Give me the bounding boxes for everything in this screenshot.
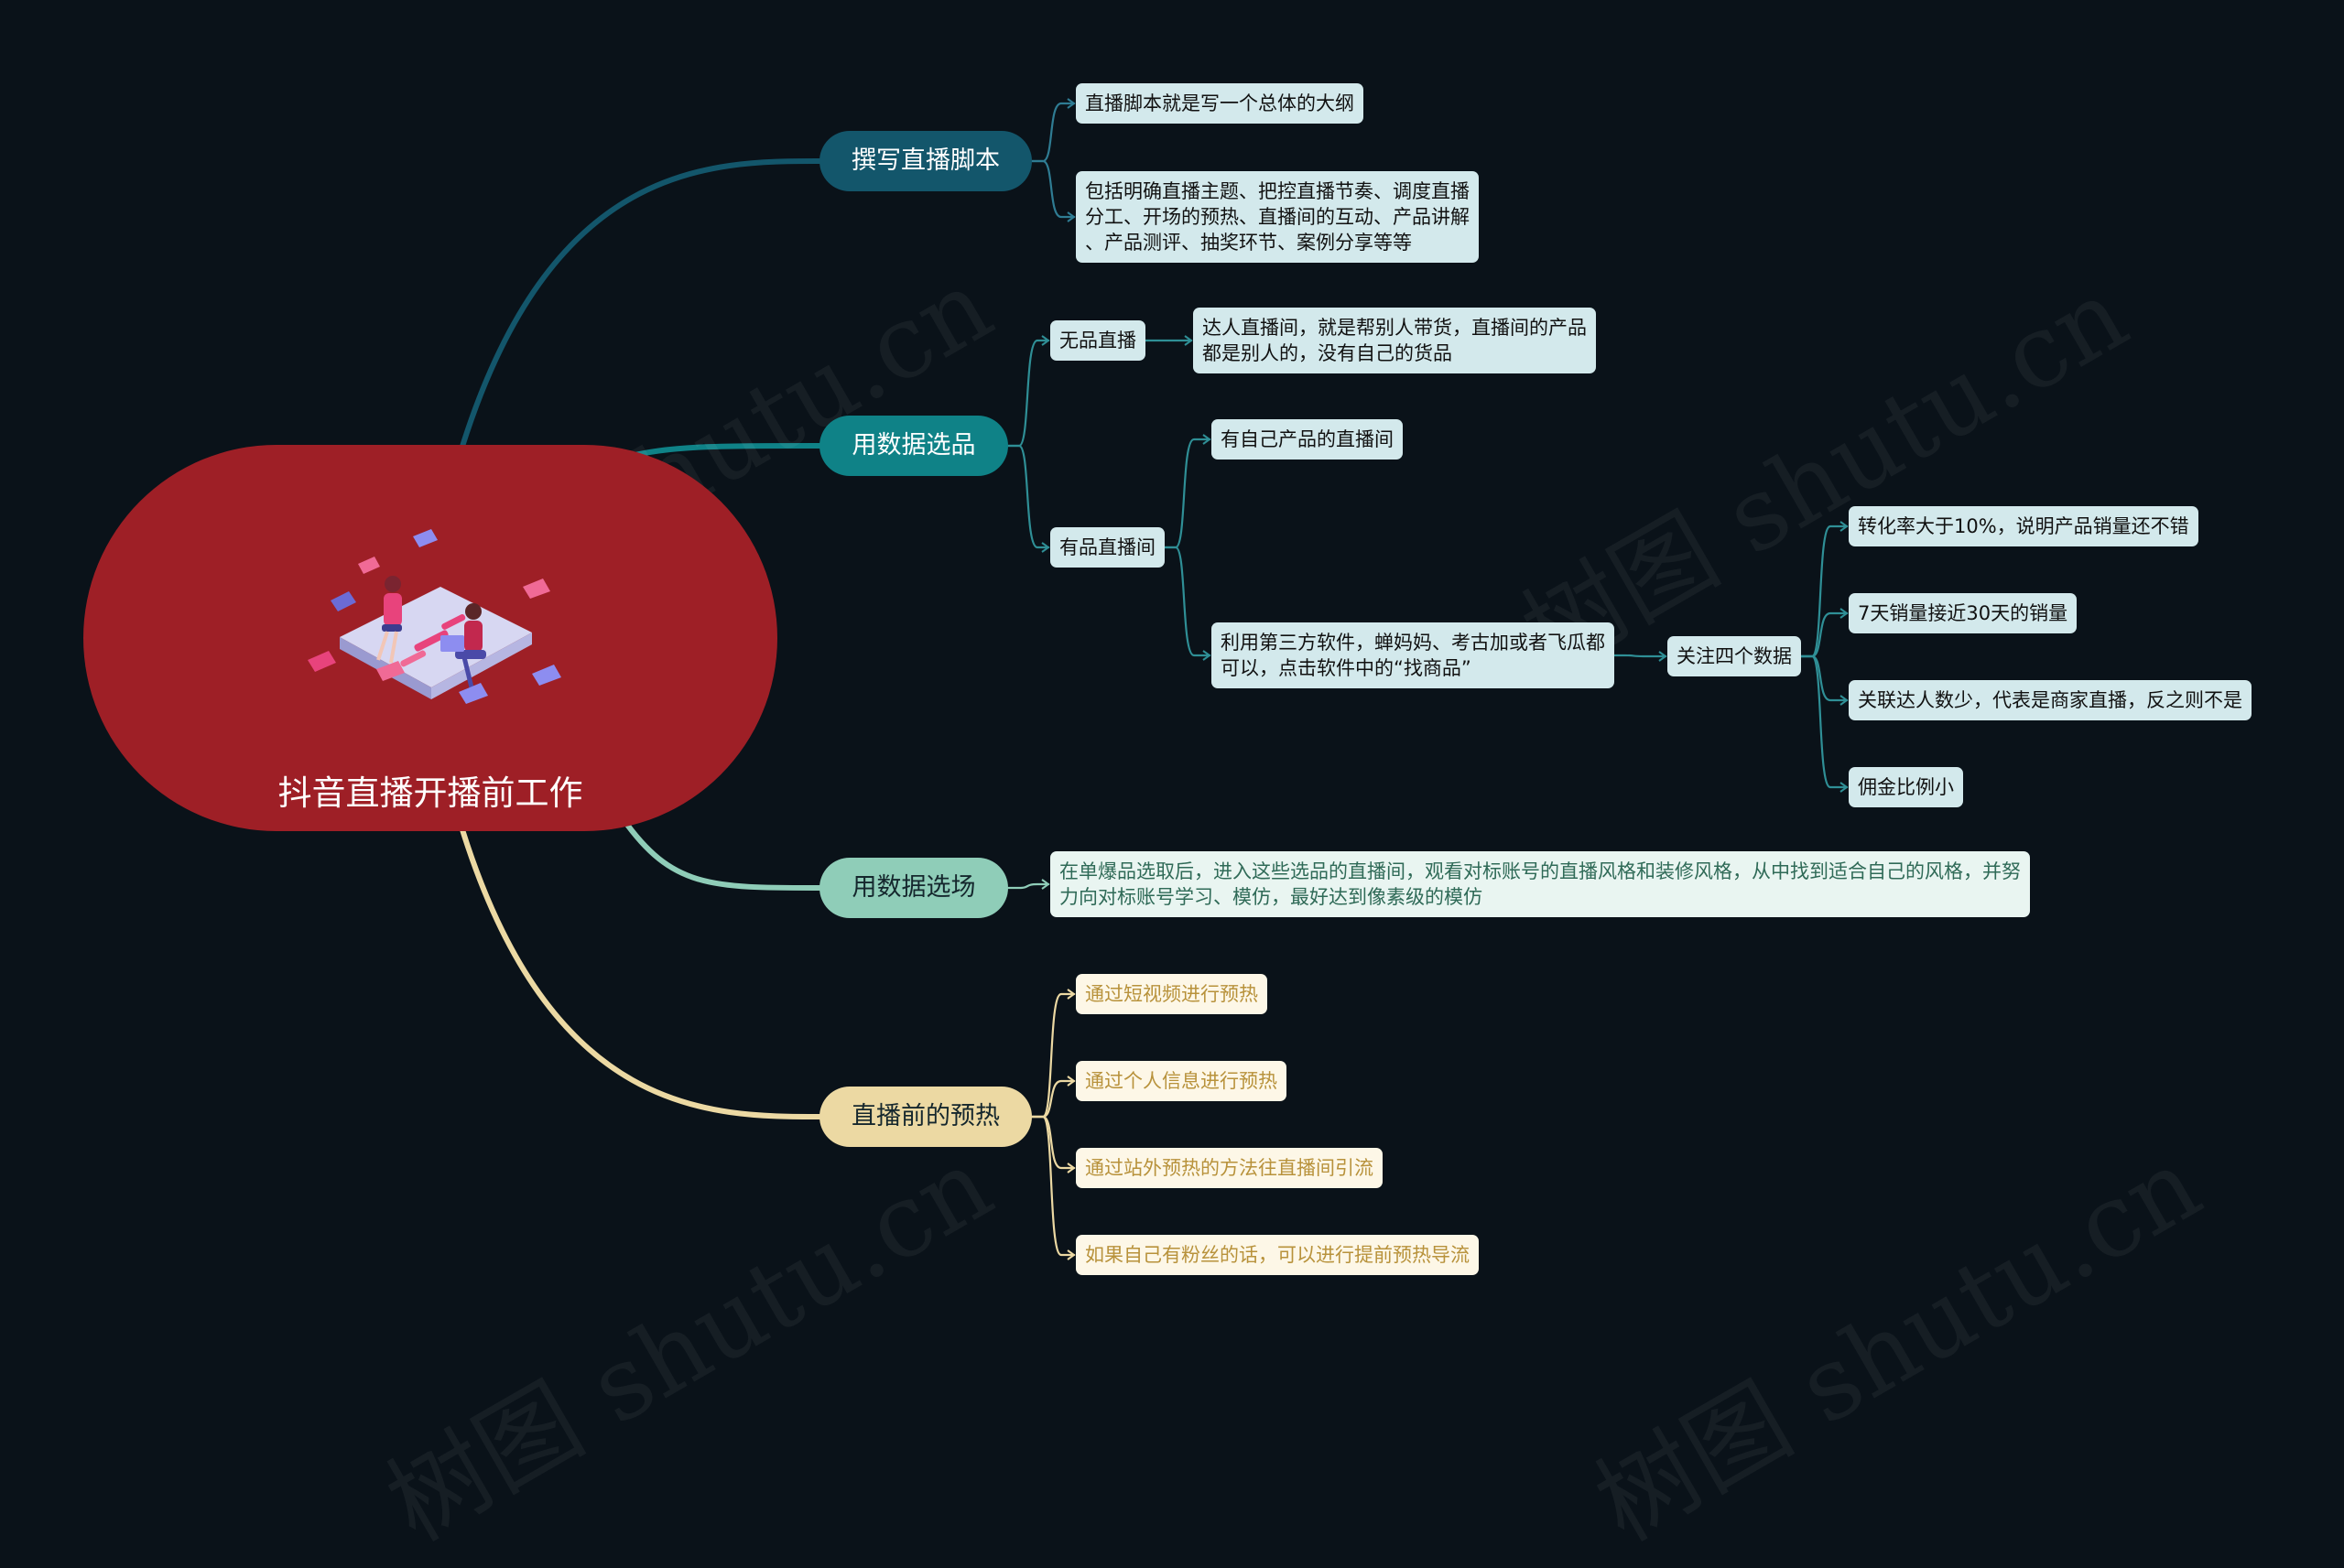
root-node[interactable]: 抖音直播开播前工作 <box>83 445 777 831</box>
child-connector <box>1799 654 1849 789</box>
warmup-fans-node[interactable]: 如果自己有粉丝的话，可以进行提前预热导流 <box>1076 1235 1479 1275</box>
connector-arrow <box>1839 782 1849 793</box>
child-connector <box>1799 611 1849 658</box>
own-product-live-node[interactable]: 有品直播间 <box>1050 527 1165 568</box>
child-connector <box>1030 1079 1076 1119</box>
warmup-profile-node[interactable]: 通过个人信息进行预热 <box>1076 1061 1286 1101</box>
metric-affiliated-influencers[interactable]: 关联达人数少，代表是商家直播，反之则不是 <box>1849 680 2252 720</box>
metric-7day-sales[interactable]: 7天销量接近30天的销量 <box>1849 593 2078 633</box>
connector-arrow <box>1202 434 1211 445</box>
connector-arrow <box>1067 1162 1076 1173</box>
child-connector <box>1030 992 1076 1119</box>
root-branch-connector <box>620 443 822 460</box>
child-connector <box>1030 159 1076 219</box>
connector-arrow <box>1202 650 1211 661</box>
root-branch-connector <box>458 821 822 1119</box>
mind-map-canvas: 树图 shutu.cn 树图 shutu.cn 树图 shutu.cn 树图 s… <box>83 83 2252 1563</box>
branch-data-product-selection[interactable]: 用数据选品 <box>819 416 1008 476</box>
root-branch-connector <box>458 158 822 455</box>
child-connector <box>1006 444 1050 549</box>
warmup-offsite-node[interactable]: 通过站外预热的方法往直播间引流 <box>1076 1148 1383 1188</box>
venue-description-node[interactable]: 在单爆品选取后，进入这些选品的直播间，观看对标账号的直播风格和装修风格，从中找到… <box>1050 851 2030 917</box>
child-connector <box>1030 1115 1076 1257</box>
child-connector <box>1006 339 1050 448</box>
connector-arrow <box>1067 211 1076 222</box>
child-connector <box>1612 654 1667 658</box>
connector-arrow <box>1041 542 1050 553</box>
connector-arrow <box>1839 608 1849 619</box>
metric-conversion-rate[interactable]: 转化率大于10%，说明产品销量还不错 <box>1849 506 2198 546</box>
connector-arrow <box>1658 651 1667 662</box>
child-connector <box>1030 1115 1076 1170</box>
connector-arrow <box>1839 695 1849 706</box>
branch-pre-live-warmup[interactable]: 直播前的预热 <box>819 1087 1032 1147</box>
root-branch-connector <box>620 816 822 891</box>
connector-arrow <box>1041 335 1050 346</box>
child-connector <box>1006 882 1050 890</box>
child-connector <box>1163 438 1211 549</box>
four-metrics-node[interactable]: 关注四个数据 <box>1667 636 1801 676</box>
connector-arrow <box>1067 98 1076 109</box>
connector-arrow <box>1067 989 1076 1000</box>
no-product-live-node[interactable]: 无品直播 <box>1050 320 1145 361</box>
connector-arrow <box>1067 1076 1076 1087</box>
connector-arrow <box>1839 521 1849 532</box>
connector-arrow <box>1184 335 1193 346</box>
script-contents-node[interactable]: 包括明确直播主题、把控直播节奏、调度直播 分工、开场的预热、直播间的互动、产品讲… <box>1076 171 1479 263</box>
livestream-illustration <box>308 529 561 704</box>
script-outline-node[interactable]: 直播脚本就是写一个总体的大纲 <box>1076 83 1363 124</box>
warmup-short-video-node[interactable]: 通过短视频进行预热 <box>1076 974 1267 1014</box>
root-title: 抖音直播开播前工作 <box>277 773 583 813</box>
own-product-room-node[interactable]: 有自己产品的直播间 <box>1211 419 1403 460</box>
connector-arrow <box>1067 1249 1076 1260</box>
child-connector <box>1799 524 1849 658</box>
branch-data-venue-selection[interactable]: 用数据选场 <box>819 858 1008 918</box>
influencer-live-description[interactable]: 达人直播间，就是帮别人带货，直播间的产品 都是别人的，没有自己的货品 <box>1193 308 1596 373</box>
child-connector <box>1030 102 1076 163</box>
child-connector <box>1163 546 1211 657</box>
connector-lines <box>458 98 1849 1260</box>
metric-commission-ratio[interactable]: 佣金比例小 <box>1849 767 1963 807</box>
third-party-software-node[interactable]: 利用第三方软件，蝉妈妈、考古加或者飞瓜都 可以，点击软件中的“找商品” <box>1211 622 1614 688</box>
connector-arrow <box>1041 879 1050 890</box>
child-connector <box>1799 654 1849 702</box>
branch-write-script[interactable]: 撰写直播脚本 <box>819 131 1032 191</box>
